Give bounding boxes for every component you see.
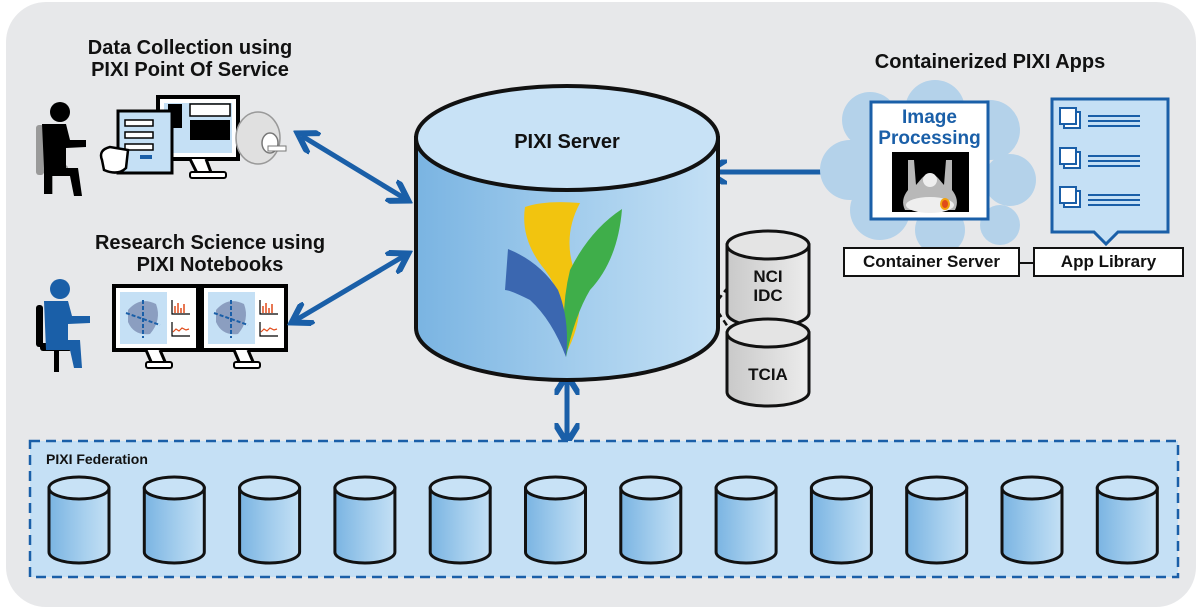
federation-node-cylinder xyxy=(333,475,397,565)
idc-label: IDC xyxy=(753,285,783,305)
pixi-server-label: PIXI Server xyxy=(514,131,620,153)
scanner-icon xyxy=(235,111,287,165)
image-processing-box xyxy=(869,100,990,221)
pixi-logo-icon xyxy=(505,202,622,357)
person-icon-data-collection xyxy=(36,102,86,196)
notebooks-label-line2: PIXI Notebooks xyxy=(136,254,284,276)
image-processing-line1: Image xyxy=(902,107,957,128)
container-server-box: Container Server xyxy=(843,247,1020,277)
app-library-panel xyxy=(1050,97,1170,247)
federation-node-cylinder xyxy=(524,475,587,565)
arrow-pos-to-server xyxy=(302,136,404,198)
nci-idc-cylinder xyxy=(725,229,811,329)
nci-idc-label: NCI IDC xyxy=(728,267,808,305)
notebooks-label: Research Science using PIXI Notebooks xyxy=(60,232,360,276)
pos-label-line1: Data Collection using xyxy=(87,37,293,59)
notebook-monitor-icon-2 xyxy=(200,284,288,369)
federation-node-cylinder xyxy=(619,475,683,565)
pos-label: Data Collection using PIXI Point Of Serv… xyxy=(40,37,340,81)
pos-monitor-icon xyxy=(99,95,240,179)
federation-node-cylinder xyxy=(1095,475,1159,565)
pixi-federation-panel xyxy=(28,439,1180,579)
federation-node-cylinder xyxy=(428,475,492,565)
arrow-notebooks-to-server xyxy=(296,256,404,320)
federation-node-cylinder xyxy=(238,475,302,565)
federation-node-cylinder xyxy=(809,475,873,565)
notebooks-label-line1: Research Science using xyxy=(94,232,326,254)
nci-label: NCI xyxy=(753,267,783,286)
image-processing-label: Image Processing xyxy=(871,107,988,150)
federation-node-cylinder xyxy=(714,475,778,565)
image-processing-line2: Processing xyxy=(878,127,981,149)
federation-node-cylinder xyxy=(47,475,111,565)
federation-node-cylinder xyxy=(1000,475,1064,565)
tcia-label: TCIA xyxy=(748,365,788,384)
federation-node-cylinder xyxy=(142,475,206,565)
tcia-cylinder xyxy=(725,317,811,408)
federation-node-cylinder xyxy=(905,475,969,565)
pos-label-line2: PIXI Point Of Service xyxy=(91,59,289,81)
app-library-box: App Library xyxy=(1033,247,1184,277)
apps-title: Containerized PIXI Apps xyxy=(874,51,1106,73)
federation-nodes xyxy=(47,475,1159,565)
notebook-monitor-icon-1 xyxy=(112,284,200,369)
person-icon-research xyxy=(36,279,90,372)
federation-label: PIXI Federation xyxy=(46,451,148,467)
